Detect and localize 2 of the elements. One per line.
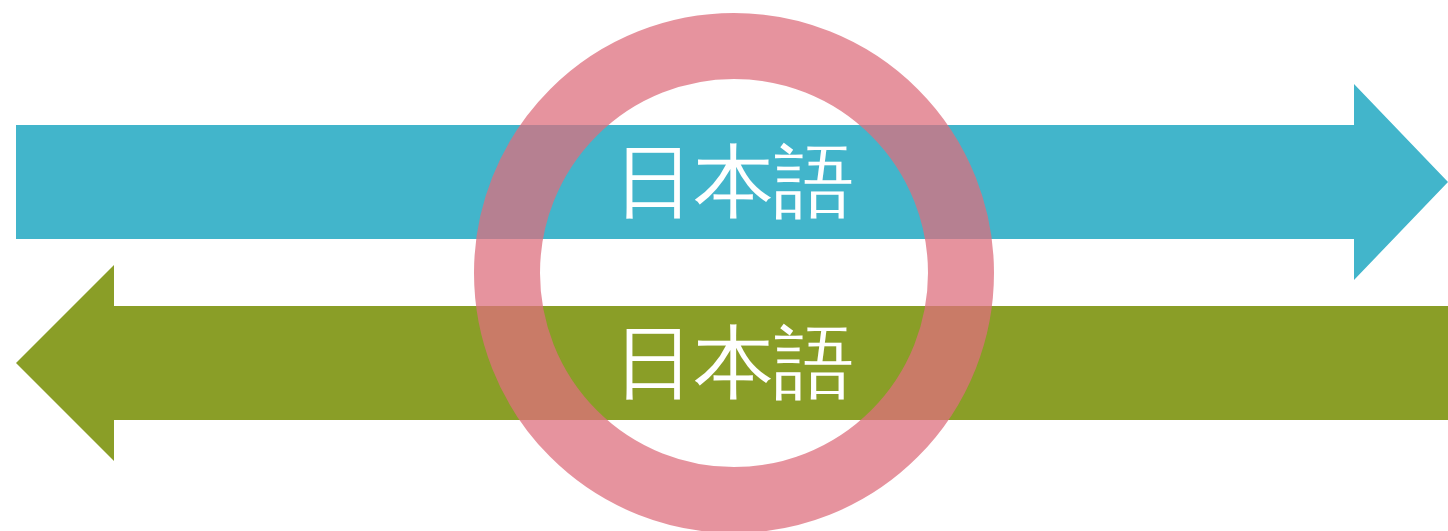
arrow-label: 日本語 bbox=[614, 142, 854, 222]
arrow-label: 日本語 bbox=[614, 323, 854, 403]
